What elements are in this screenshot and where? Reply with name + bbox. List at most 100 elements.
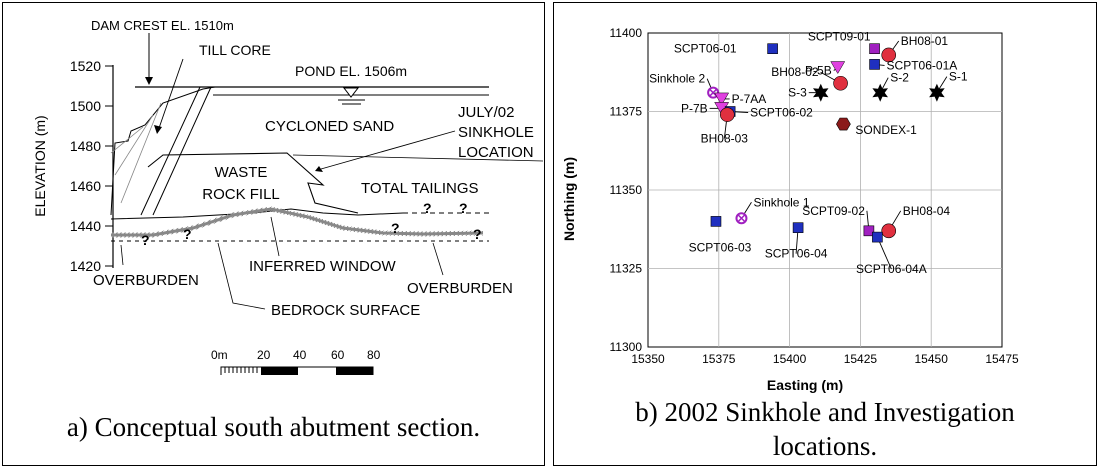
label-bh08-01: BH08-01	[901, 34, 949, 48]
sinkhole-label-1: JULY/02	[458, 104, 514, 121]
y-tick-1420: 1420	[70, 258, 101, 274]
point-bh08-03	[719, 107, 735, 122]
y-tick-label: 11400	[610, 26, 643, 40]
leader-scpt06-04a	[876, 236, 892, 270]
label-sondex-1: SONDEX-1	[855, 123, 917, 137]
right-caption-2: locations.	[772, 431, 878, 461]
point-scpt06-04	[792, 222, 804, 233]
label-p-7b: P-7B	[681, 101, 708, 115]
label-scpt06-02: SCPT06-02	[750, 106, 813, 120]
question-mark-1: ?	[141, 232, 150, 248]
y-tick-1480: 1480	[70, 138, 101, 154]
x-tick-label: 15375	[702, 352, 736, 366]
question-mark-3: ?	[391, 220, 400, 236]
waste-rock-label-2: ROCK FILL	[202, 186, 280, 203]
label-scpt09-01: SCPT09-01	[808, 30, 871, 44]
point-s-3	[813, 83, 829, 102]
scatter-chart: 15350 15375 15400 15425 15450 15475 11400 11375…	[561, 26, 1019, 393]
label-s-2: S-2	[890, 71, 909, 85]
x-tick-label: 15425	[844, 352, 878, 366]
label-bh08-04: BH08-04	[903, 204, 951, 218]
y-axis-label: ELEVATION (m)	[32, 115, 48, 216]
inferred-window-label: INFERRED WINDOW	[249, 258, 396, 275]
scale-bar: 0m 20 40 60 80	[211, 348, 381, 375]
point-bh08-02	[833, 75, 848, 91]
svg-text:40: 40	[293, 348, 307, 362]
dam-upstream-slope	[110, 86, 216, 216]
svg-text:20: 20	[257, 348, 271, 362]
point-scpt09-01	[869, 43, 880, 55]
till-core-label: TILL CORE	[199, 42, 271, 58]
y-tick-1520: 1520	[70, 58, 101, 74]
point-scpt06-01a	[869, 59, 880, 70]
label-bh08-02: BH08-02	[771, 65, 819, 79]
label-sinkhole-1: Sinkhole 1	[753, 195, 809, 209]
point-scpt06-03	[710, 216, 722, 227]
dam-crest-arrow	[145, 77, 153, 85]
x-tick-label: 15450	[915, 352, 949, 366]
label-bh08-03: BH08-03	[701, 132, 749, 146]
label-s-1: S-1	[949, 70, 968, 84]
total-tailings-label: TOTAL TAILINGS	[361, 180, 479, 197]
sinkhole-label-3: LOCATION	[458, 144, 534, 161]
label-s-3: S-3	[788, 86, 807, 100]
label-scpt06-01: SCPT06-01	[674, 42, 737, 56]
point-scpt09-02	[863, 225, 875, 237]
question-mark-5: ?	[459, 200, 468, 216]
waste-rock-label-1: WASTE	[215, 164, 268, 181]
x-tick-label: 15475	[985, 352, 1019, 366]
overburden-right-label: OVERBURDEN	[407, 280, 513, 297]
label-scpt06-03: SCPT06-03	[689, 240, 752, 254]
label-scpt09-02: SCPT09-02	[802, 204, 865, 218]
label-p-5b: P-5B	[805, 64, 832, 78]
point-sinkhole-2	[707, 86, 720, 99]
section-diagram: 1520 1500 1480 1460 1440 1420 ELEVATION …	[32, 18, 544, 375]
point-bh08-01	[881, 47, 897, 63]
svg-text:0m: 0m	[211, 348, 228, 362]
question-mark-6: ?	[473, 226, 482, 242]
y-tick-1440: 1440	[70, 218, 101, 234]
x-tick-label: 15350	[631, 352, 665, 366]
label-scpt06-04: SCPT06-04	[765, 247, 828, 261]
pond-label: POND EL. 1506m	[295, 63, 407, 79]
pond-water-marker	[342, 87, 360, 98]
label-sinkhole-2: Sinkhole 2	[649, 72, 705, 86]
y-tick-label: 11375	[610, 105, 643, 119]
point-bh08-04	[881, 223, 897, 239]
y-tick-label: 11300	[610, 340, 643, 354]
sinkhole-label-2: SINKHOLE	[458, 124, 534, 141]
question-mark-2: ?	[183, 226, 192, 242]
label-p-7aa: P-7AA	[732, 92, 767, 106]
y-tick-label: 11350	[610, 183, 643, 197]
y-tick-1460: 1460	[70, 178, 101, 194]
svg-text:60: 60	[331, 348, 345, 362]
point-sondex-1	[836, 117, 851, 131]
question-mark-4: ?	[423, 200, 432, 216]
label-scpt06-01a: SCPT06-01A	[887, 58, 958, 72]
label-scpt06-04a: SCPT06-04A	[856, 262, 927, 276]
point-scpt06-04a	[872, 231, 883, 243]
left-caption: a) Conceptual south abutment section.	[66, 412, 481, 442]
x-tick-label: 15400	[773, 352, 807, 366]
point-scpt06-01	[767, 43, 778, 55]
point-s-1	[929, 83, 945, 102]
y-tick-1500: 1500	[70, 98, 101, 114]
right-panel: 15350 15375 15400 15425 15450 15475 11400 11375…	[553, 2, 1097, 466]
left-panel: 1520 1500 1480 1460 1440 1420 ELEVATION …	[2, 2, 545, 466]
y-tick-label: 11325	[610, 262, 643, 276]
bedrock-surface-label: BEDROCK SURFACE	[271, 302, 420, 319]
point-s-2	[872, 83, 888, 102]
x-axis-label: Easting (m)	[767, 377, 843, 393]
y-tick-marks	[105, 65, 113, 267]
waste-rock-fill	[147, 152, 359, 214]
dam-crest-label: DAM CREST EL. 1510m	[91, 18, 234, 33]
point-sinkhole-1	[735, 212, 748, 225]
svg-text:80: 80	[367, 348, 381, 362]
y-axis-label-northing: Northing (m)	[561, 157, 577, 241]
right-caption-1: b) 2002 Sinkhole and Investigation	[635, 397, 1015, 427]
overburden-left-label: OVERBURDEN	[93, 272, 199, 289]
tailings-base	[110, 208, 404, 220]
cycloned-sand-label: CYCLONED SAND	[265, 118, 394, 135]
point-p-7aa	[714, 92, 730, 106]
point-p-5b	[830, 61, 846, 75]
